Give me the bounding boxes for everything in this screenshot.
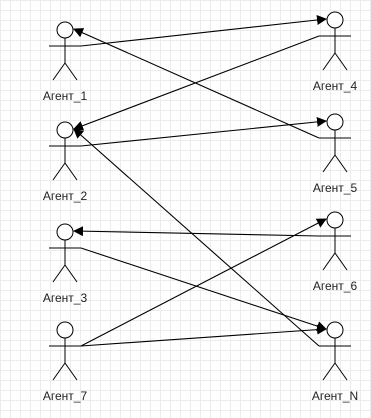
actor-label: Агент_2 (43, 189, 88, 203)
actor-right-leg (334, 362, 348, 381)
actor-label: Агент_7 (43, 389, 88, 403)
actor-label: Агент_5 (313, 181, 358, 195)
arrow-a2-to-a5 (80, 116, 327, 147)
actor-left-leg (52, 362, 66, 381)
connections-layer (73, 15, 327, 347)
actor-left-leg (322, 362, 336, 381)
arrow-aN-to-a2 (73, 128, 320, 347)
arrow-a1-to-a4 (80, 15, 327, 47)
actor-head-icon (56, 121, 74, 139)
actor-left-leg (52, 264, 66, 283)
actor-label: Агент_1 (43, 89, 88, 103)
actor-a6[interactable]: Агент_6 (313, 211, 358, 293)
actor-label: Агент_6 (313, 279, 358, 293)
actor-right-leg (64, 264, 78, 283)
actor-a1[interactable]: Агент_1 (43, 21, 88, 103)
actor-left-leg (52, 62, 66, 81)
actor-a5[interactable]: Агент_5 (313, 113, 358, 195)
actor-a3[interactable]: Агент_3 (43, 223, 88, 305)
actor-left-leg (322, 252, 336, 271)
actor-right-leg (334, 252, 348, 271)
actor-left-leg (322, 52, 336, 71)
actor-right-leg (64, 362, 78, 381)
actor-right-leg (64, 162, 78, 181)
actor-left-leg (322, 154, 336, 173)
actor-a7[interactable]: Агент_7 (43, 321, 88, 403)
actor-head-icon (56, 321, 74, 339)
arrow-a6-to-a3 (73, 226, 320, 237)
actor-head-icon (326, 211, 344, 229)
actor-head-icon (56, 223, 74, 241)
arrow-a7-to-a6 (80, 218, 327, 347)
actor-right-leg (64, 62, 78, 81)
arrow-a3-to-aN (80, 247, 327, 331)
actor-head-icon (326, 113, 344, 131)
actor-head-icon (326, 321, 344, 339)
actor-left-leg (52, 162, 66, 181)
actor-label: Агент_3 (43, 291, 88, 305)
actor-head-icon (56, 21, 74, 39)
actor-a2[interactable]: Агент_2 (43, 121, 88, 203)
actor-head-icon (326, 11, 344, 29)
actor-aN[interactable]: Агент_N (312, 321, 358, 403)
arrow-a5-to-a1 (73, 28, 320, 139)
arrow-a4-to-a2 (73, 35, 320, 131)
actor-label: Агент_4 (313, 79, 358, 93)
actor-label: Агент_N (312, 389, 358, 403)
actor-right-leg (334, 154, 348, 173)
actor-right-leg (334, 52, 348, 71)
arrow-a7-to-aN (80, 324, 327, 347)
actor-a4[interactable]: Агент_4 (313, 11, 358, 93)
